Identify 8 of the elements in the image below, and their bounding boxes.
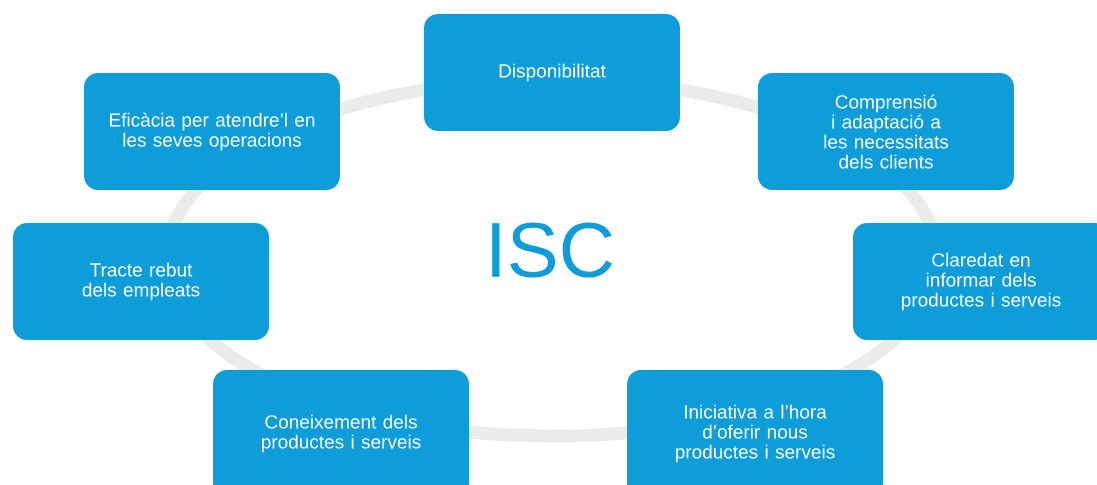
text-box: Disponibilitat — [424, 14, 680, 131]
text-box: Claredat en informar dels productes i serveis — [853, 223, 1097, 340]
text-box: Coneixement dels productes i serveis — [213, 370, 469, 485]
text-box: Eficàcia per atendre’l en les seves operacions — [84, 73, 340, 190]
center-title: ISC — [492, 222, 613, 278]
text-box: Tracte rebut dels empleats — [13, 223, 269, 340]
text-box: Iniciativa a l’hora d’oferir nous productes i serveis — [627, 370, 883, 485]
text-box: Comprensió i adaptació a les necessitats dels clients — [758, 73, 1014, 190]
